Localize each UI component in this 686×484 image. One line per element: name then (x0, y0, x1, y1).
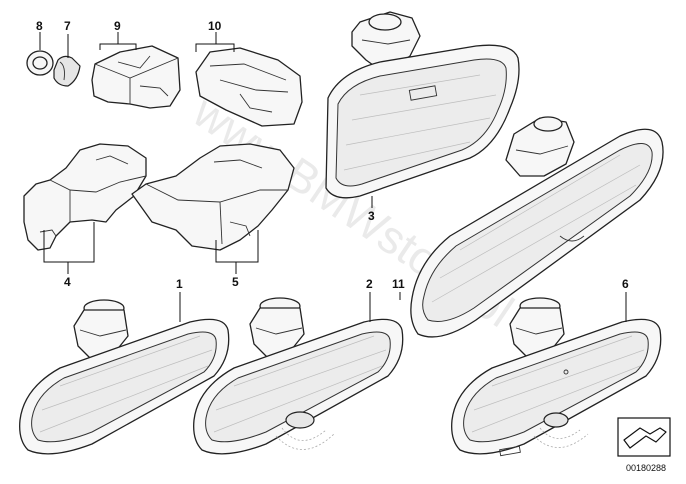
callout-5: 5 (232, 275, 239, 289)
part-3-mirror[interactable] (325, 11, 520, 199)
part-1-mirror[interactable] (19, 299, 230, 455)
part-4-housing[interactable] (23, 143, 147, 251)
part-2-mirror[interactable] (193, 297, 404, 455)
part-7-cap[interactable] (53, 55, 81, 87)
part-10-cover[interactable] (195, 47, 303, 127)
part-9-cover[interactable] (91, 45, 181, 109)
callout-8: 8 (36, 19, 43, 33)
callout-2: 2 (366, 277, 373, 291)
callout-6: 6 (622, 277, 629, 291)
callout-9: 9 (114, 19, 121, 33)
leader-lines (39, 32, 627, 322)
arrow-diagram-icon (623, 427, 667, 449)
reference-number: 00180288 (626, 463, 666, 473)
callout-11: 11 (392, 277, 405, 291)
callout-4: 4 (64, 275, 71, 289)
callout-10: 10 (208, 19, 222, 33)
part-6-mirror[interactable] (451, 297, 662, 457)
reference-box: 00180288 (617, 417, 671, 473)
part-8-ring[interactable] (26, 50, 54, 76)
callout-1: 1 (176, 277, 183, 291)
callout-7: 7 (64, 19, 71, 33)
callouts: 8 7 9 10 3 4 5 1 2 11 6 (36, 19, 629, 291)
callout-3: 3 (368, 209, 375, 223)
part-11-mirror[interactable] (410, 116, 664, 338)
part-5-housing[interactable] (131, 143, 295, 251)
sensor-icon (285, 411, 315, 429)
sensor-icon (543, 412, 569, 428)
